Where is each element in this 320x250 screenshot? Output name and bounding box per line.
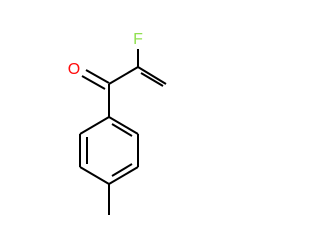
- bond-carbonyl-alpha: [108, 66, 139, 85]
- bond-carbonyl-oxygen-a: [85, 69, 110, 84]
- fluorine-atom-label: F: [133, 31, 143, 48]
- oxygen-atom-label: O: [68, 61, 80, 78]
- ring-inner-bond-2: [111, 163, 133, 177]
- ring-bond-6: [79, 116, 110, 135]
- ring-bond-3: [108, 166, 139, 185]
- bond-carbonyl-oxygen-b: [81, 75, 106, 90]
- ring-inner-bond-1: [111, 123, 133, 137]
- ring-bond-4: [79, 166, 110, 185]
- ring-bond-1: [108, 116, 139, 135]
- bond-vinyl-b: [140, 72, 164, 87]
- structure-canvas: F O: [68, 31, 167, 215]
- molecule-drawing: F O: [68, 31, 167, 215]
- bond-vinyl-a: [137, 66, 167, 85]
